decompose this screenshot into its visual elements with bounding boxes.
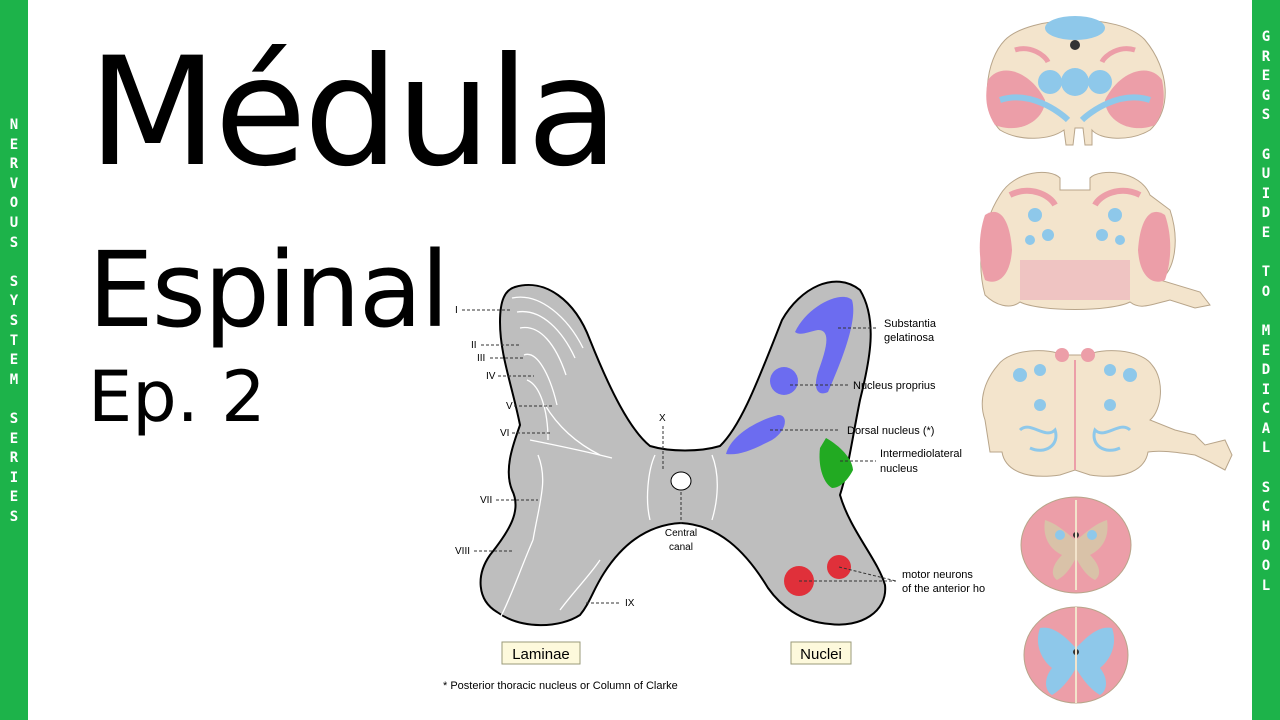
left-banner-letter: S (9, 273, 19, 290)
laminae-box-label: Laminae (512, 646, 570, 663)
lamina-boundaries (499, 296, 718, 619)
dorsal-nucleus-label: Dorsal nucleus (*) (847, 425, 934, 437)
motor-neurons-label-2: of the anterior ho (902, 583, 985, 595)
nuclei-box-label: Nuclei (800, 646, 842, 663)
left-banner-letter: E (9, 136, 19, 153)
lamina-ii-label: II (471, 340, 477, 351)
right-banner-letter: S (1261, 479, 1271, 496)
right-banner-letter: E (1261, 68, 1271, 85)
right-banner-letter: D (1261, 205, 1271, 222)
page-subtitle: Espinal (88, 229, 449, 351)
left-banner-letter: S (9, 410, 19, 427)
lamina-vii-label: VII (480, 495, 492, 506)
right-banner-letter: M (1261, 322, 1271, 339)
left-banner-letter: I (9, 469, 19, 486)
lamina-ix-label: IX (625, 598, 635, 609)
right-banner-letter: C (1261, 401, 1271, 418)
right-banner-letter: H (1261, 518, 1271, 535)
cross-section-illustrations (979, 16, 1233, 704)
right-banner-letter: C (1261, 499, 1271, 516)
right-banner-letter (1262, 126, 1270, 146)
right-banner-letter: I (1261, 185, 1271, 202)
right-banner-letter: G (1261, 29, 1271, 45)
lamina-viii-label: VIII (455, 546, 470, 557)
right-banner-letter (1262, 459, 1270, 479)
episode-label: Ep. 2 (88, 356, 266, 438)
left-banner-letter: R (9, 450, 19, 467)
left-banner-letter: E (9, 352, 19, 369)
right-banner-letter: A (1261, 420, 1271, 437)
left-banner-letter: E (9, 430, 19, 447)
left-banner-letter: R (9, 156, 19, 173)
lamina-iii-label: III (477, 353, 485, 364)
right-banner-letter: U (1261, 166, 1271, 183)
lamina-iv-label: IV (486, 371, 496, 382)
right-banner-letter (1262, 302, 1270, 322)
lamina-vi-label: VI (500, 428, 509, 439)
page-title: Médula (88, 26, 619, 200)
left-banner-letter: V (9, 175, 19, 192)
left-banner-letter: N (9, 117, 19, 133)
section-lumbar-cord (1023, 606, 1129, 704)
left-banner-letter: S (9, 312, 19, 329)
section-pons (979, 171, 1211, 310)
left-banner-letter: S (9, 508, 19, 525)
left-banner-letter: S (9, 234, 19, 251)
central-canal-label-2: canal (669, 542, 693, 553)
section-cervical-cord (1020, 496, 1132, 594)
right-banner-letter: T (1261, 264, 1271, 281)
substantia-label-1: Substantia (884, 318, 937, 330)
right-banner-letter: O (1261, 538, 1271, 555)
central-canal-label-1: Central (665, 528, 697, 539)
right-banner-letter: I (1261, 381, 1271, 398)
right-banner-letter: L (1261, 440, 1271, 457)
lamina-i-label: I (455, 305, 458, 316)
motor-neurons-label-1: motor neurons (902, 569, 973, 581)
right-banner-letter: G (1261, 146, 1271, 163)
left-banner-letter: U (9, 214, 19, 231)
central-canal-shape (670, 471, 692, 491)
nucleus-proprius-shape (770, 367, 798, 395)
dorsal-nucleus-shape (726, 414, 785, 455)
nuclei-leaders (770, 327, 897, 582)
substantia-gelatinosa-shape (795, 296, 854, 394)
nucleus-proprius-label: Nucleus proprius (853, 380, 936, 392)
section-medulla (986, 16, 1166, 146)
right-banner-letter: D (1261, 362, 1271, 379)
right-banner-letter: E (1261, 342, 1271, 359)
right-banner-letter: O (1261, 558, 1271, 575)
intermediolateral-label-1: Intermediolateral (880, 448, 962, 460)
intermediolateral-shape (819, 438, 853, 488)
left-banner-letter: Y (9, 293, 19, 310)
left-banner-letter: M (9, 371, 19, 388)
left-banner-letter: E (9, 489, 19, 506)
grey-matter-diagram: I II III IV V VI VII VIII IX X Central c… (443, 280, 985, 692)
diagram-footnote: * Posterior thoracic nucleus or Column o… (443, 680, 678, 692)
lamina-leaders (462, 309, 682, 604)
left-banner-letter (10, 253, 18, 273)
left-banner-letter: O (9, 195, 19, 212)
left-banner-letter: T (9, 332, 19, 349)
substantia-label-2: gelatinosa (884, 332, 935, 344)
nuclei-box (790, 641, 852, 665)
right-banner-letter: S (1261, 107, 1271, 124)
right-banner-letter: L (1261, 577, 1271, 594)
lamina-x-label: X (659, 413, 666, 424)
lamina-v-label: V (506, 401, 513, 412)
right-banner-letter (1262, 244, 1270, 264)
intermediolateral-label-2: nucleus (880, 463, 918, 475)
right-banner-letter: O (1261, 283, 1271, 300)
left-banner-letter (10, 390, 18, 410)
right-banner-letter: E (1261, 224, 1271, 241)
right-banner-letter: G (1261, 87, 1271, 104)
laminae-box (501, 641, 581, 665)
section-olive (981, 348, 1233, 477)
right-banner-letter: R (1261, 48, 1271, 65)
